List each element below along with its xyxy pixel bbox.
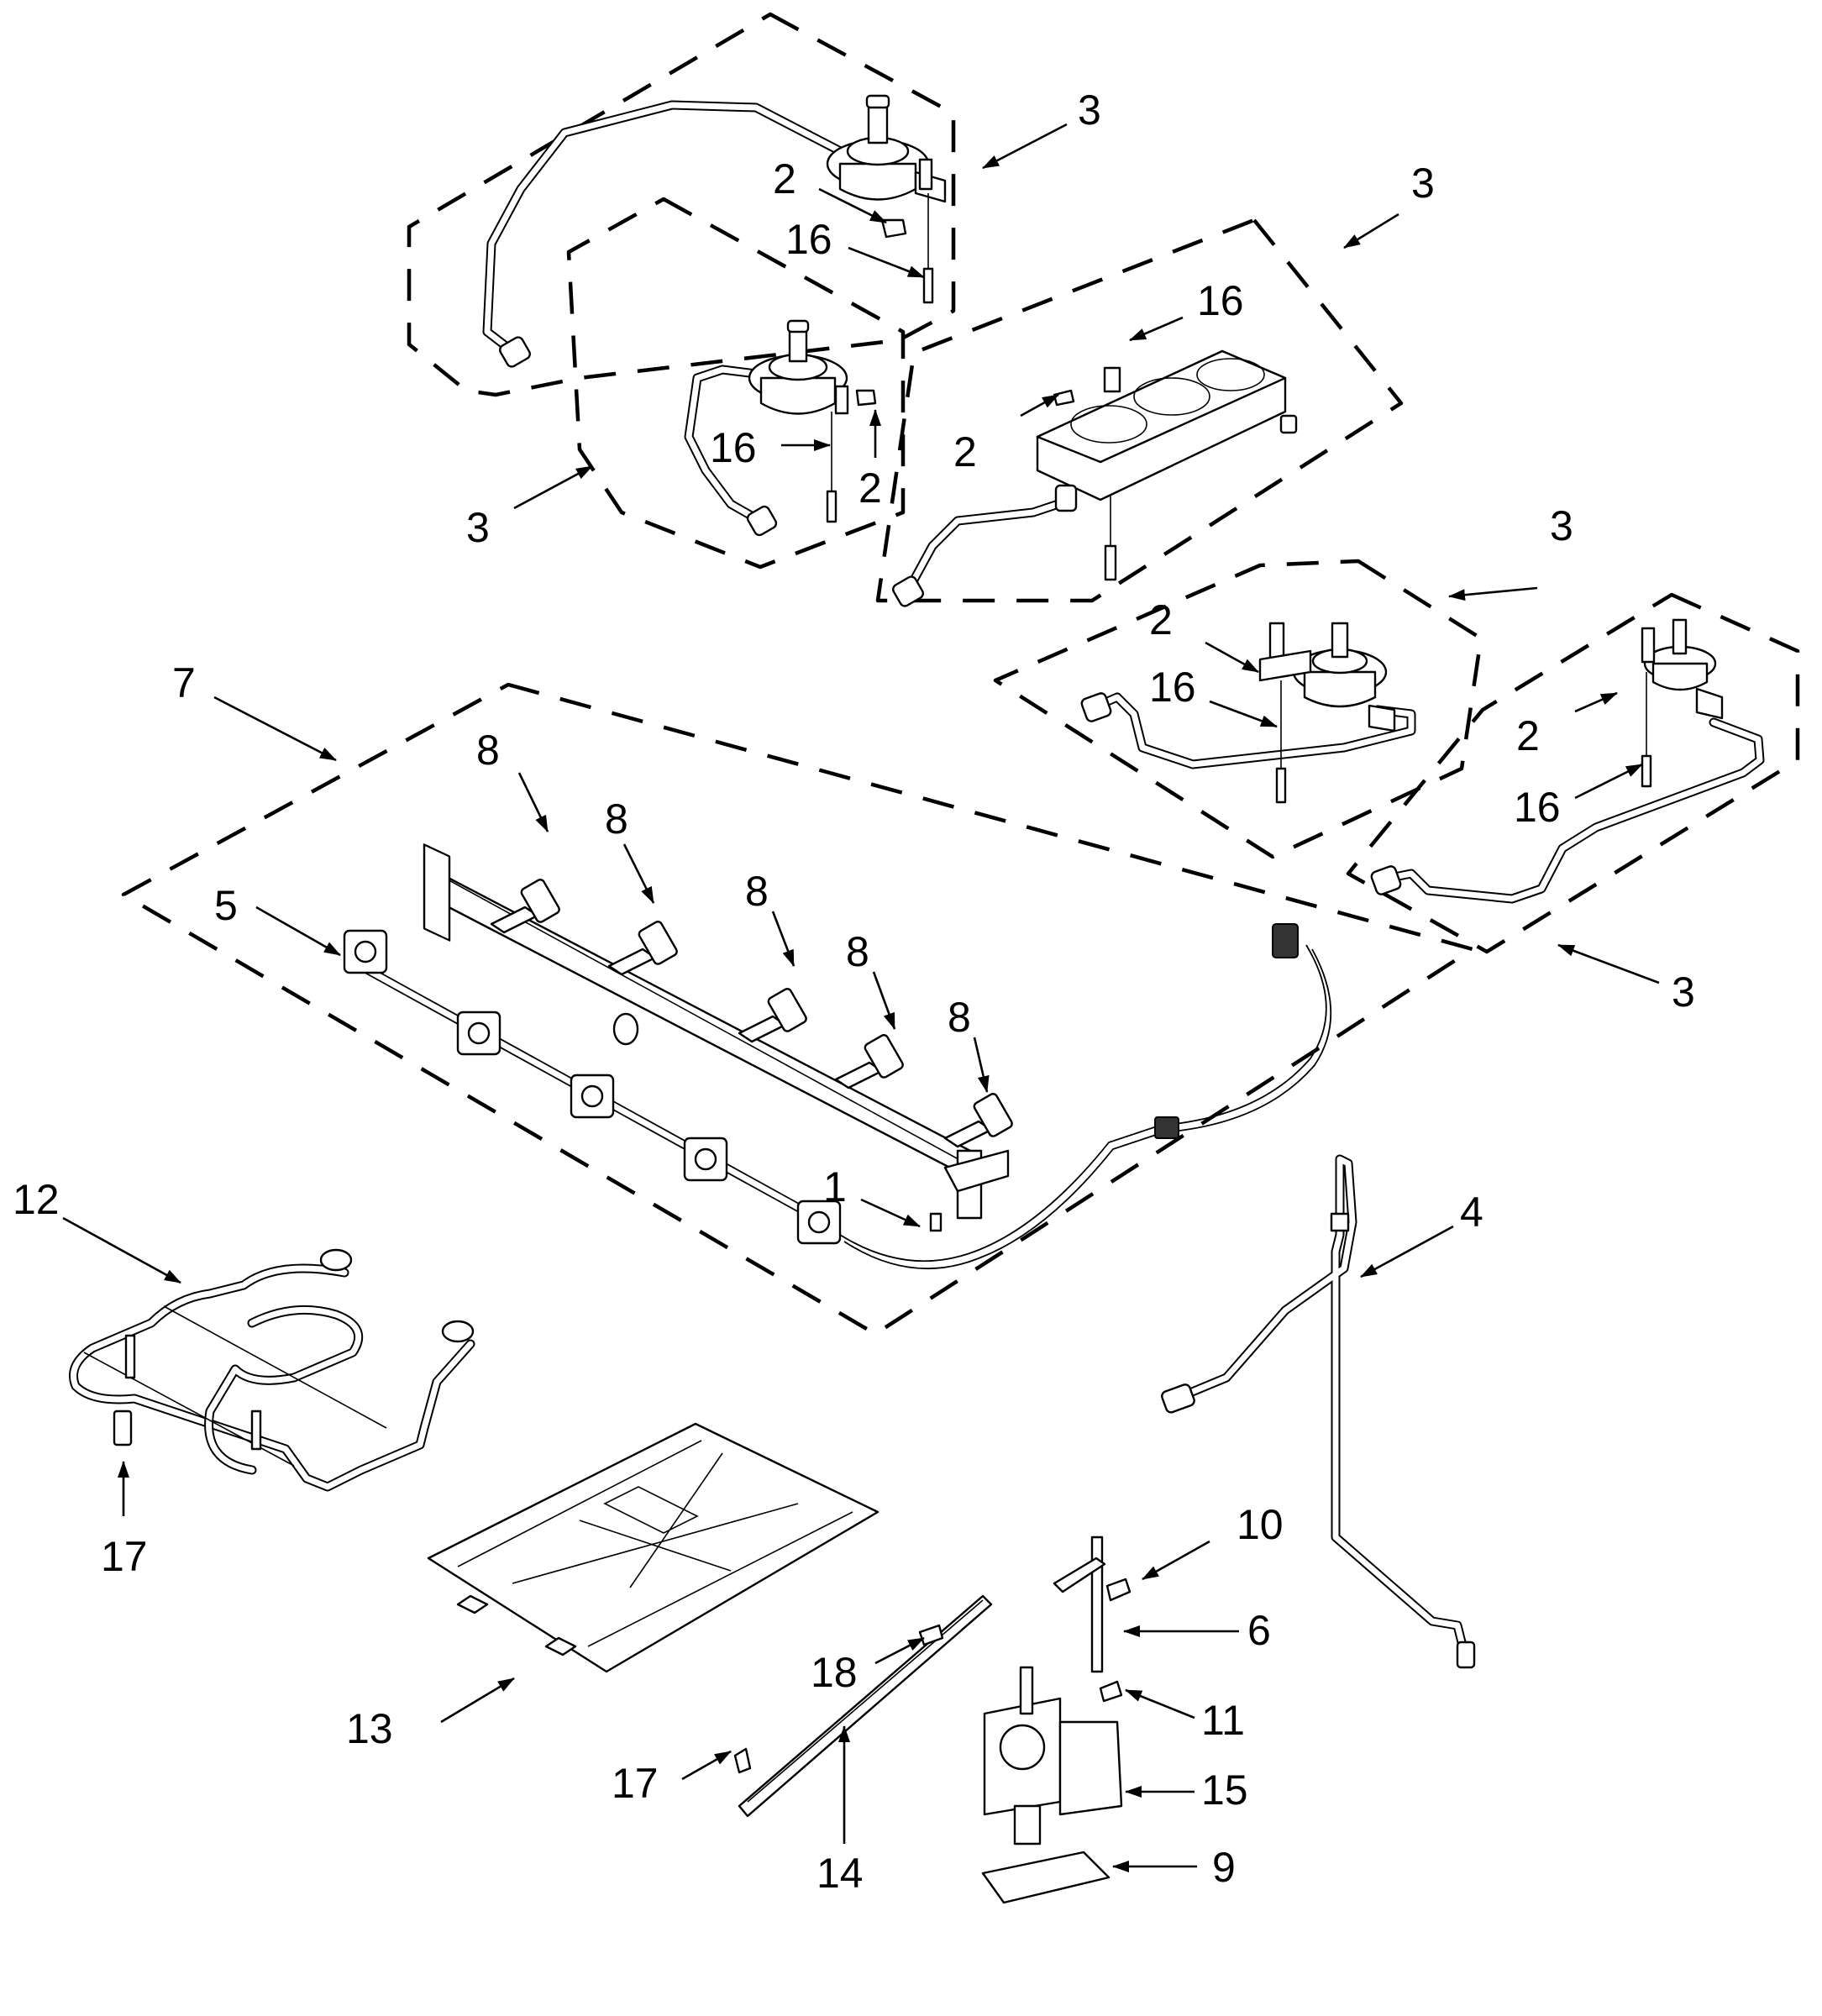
callout-8-e: 8 xyxy=(948,994,971,1041)
callout-3-right-lower: 3 xyxy=(1672,969,1695,1016)
baffle-plate xyxy=(427,1422,879,1673)
callout-8-c: 8 xyxy=(745,868,769,915)
callout-15: 15 xyxy=(1201,1767,1248,1814)
outline-burner-mid-left xyxy=(566,197,906,570)
callout-16-center: 16 xyxy=(1197,277,1244,324)
callout-3-mid: 3 xyxy=(1411,160,1435,207)
callout-3-top: 3 xyxy=(1078,87,1101,134)
burner-assembly-top-left xyxy=(482,94,947,368)
burner-assembly-right-lower xyxy=(1370,618,1765,904)
outline-manifold-group xyxy=(121,682,1475,1336)
callout-8-a: 8 xyxy=(476,727,500,774)
leader-lines xyxy=(62,123,1660,1872)
callout-14: 14 xyxy=(816,1850,864,1897)
callout-12: 12 xyxy=(13,1176,60,1223)
callout-18: 18 xyxy=(811,1649,858,1696)
callout-11: 11 xyxy=(1201,1697,1245,1744)
gas-pipe xyxy=(1161,1154,1476,1669)
burner-assembly-right-upper xyxy=(1080,622,1416,804)
orifice-fittings xyxy=(490,879,1013,1148)
callout-13: 13 xyxy=(346,1705,393,1752)
callout-16-left: 16 xyxy=(710,424,757,471)
outline-burner-top-left xyxy=(407,12,956,397)
regulator-assembly xyxy=(733,1536,1132,1904)
callout-3-right-upper: 3 xyxy=(1550,502,1573,549)
callout-16-right: 16 xyxy=(1149,664,1196,711)
callout-4: 4 xyxy=(1460,1189,1483,1236)
callout-6: 6 xyxy=(1247,1607,1271,1654)
group-outlines xyxy=(121,12,1800,1336)
callout-2-right: 2 xyxy=(1149,596,1173,643)
burner-assembly-mid-left xyxy=(684,319,877,537)
callout-1: 1 xyxy=(823,1163,847,1210)
callout-16-top: 16 xyxy=(785,216,832,263)
callout-7: 7 xyxy=(172,659,196,706)
callout-2-top: 2 xyxy=(773,155,796,202)
callout-8-d: 8 xyxy=(846,928,869,975)
valve-blocks xyxy=(343,929,842,1245)
manifold-group xyxy=(343,843,1332,1270)
callout-8-b: 8 xyxy=(605,795,628,843)
callout-2-left-lower: 2 xyxy=(858,465,882,512)
callout-17-bottom: 17 xyxy=(612,1760,659,1807)
callout-5: 5 xyxy=(214,882,238,929)
bake-element xyxy=(69,1248,475,1492)
callout-labels: 3 2 16 3 16 2 16 2 3 3 2 16 2 16 3 7 8 8… xyxy=(13,87,1695,1897)
callout-10: 10 xyxy=(1237,1501,1284,1548)
outline-burner-center xyxy=(875,218,1404,603)
callout-3-left: 3 xyxy=(466,504,490,551)
callout-2-center: 2 xyxy=(953,428,977,475)
callout-9: 9 xyxy=(1212,1844,1236,1891)
callout-17-left: 17 xyxy=(101,1533,148,1580)
outline-burner-right-lower xyxy=(1346,592,1800,954)
callout-2-far-right: 2 xyxy=(1516,712,1540,759)
outline-burner-right-upper xyxy=(993,559,1483,859)
callout-16-far-right: 16 xyxy=(1514,784,1561,831)
burner-assembly-center xyxy=(892,349,1298,607)
